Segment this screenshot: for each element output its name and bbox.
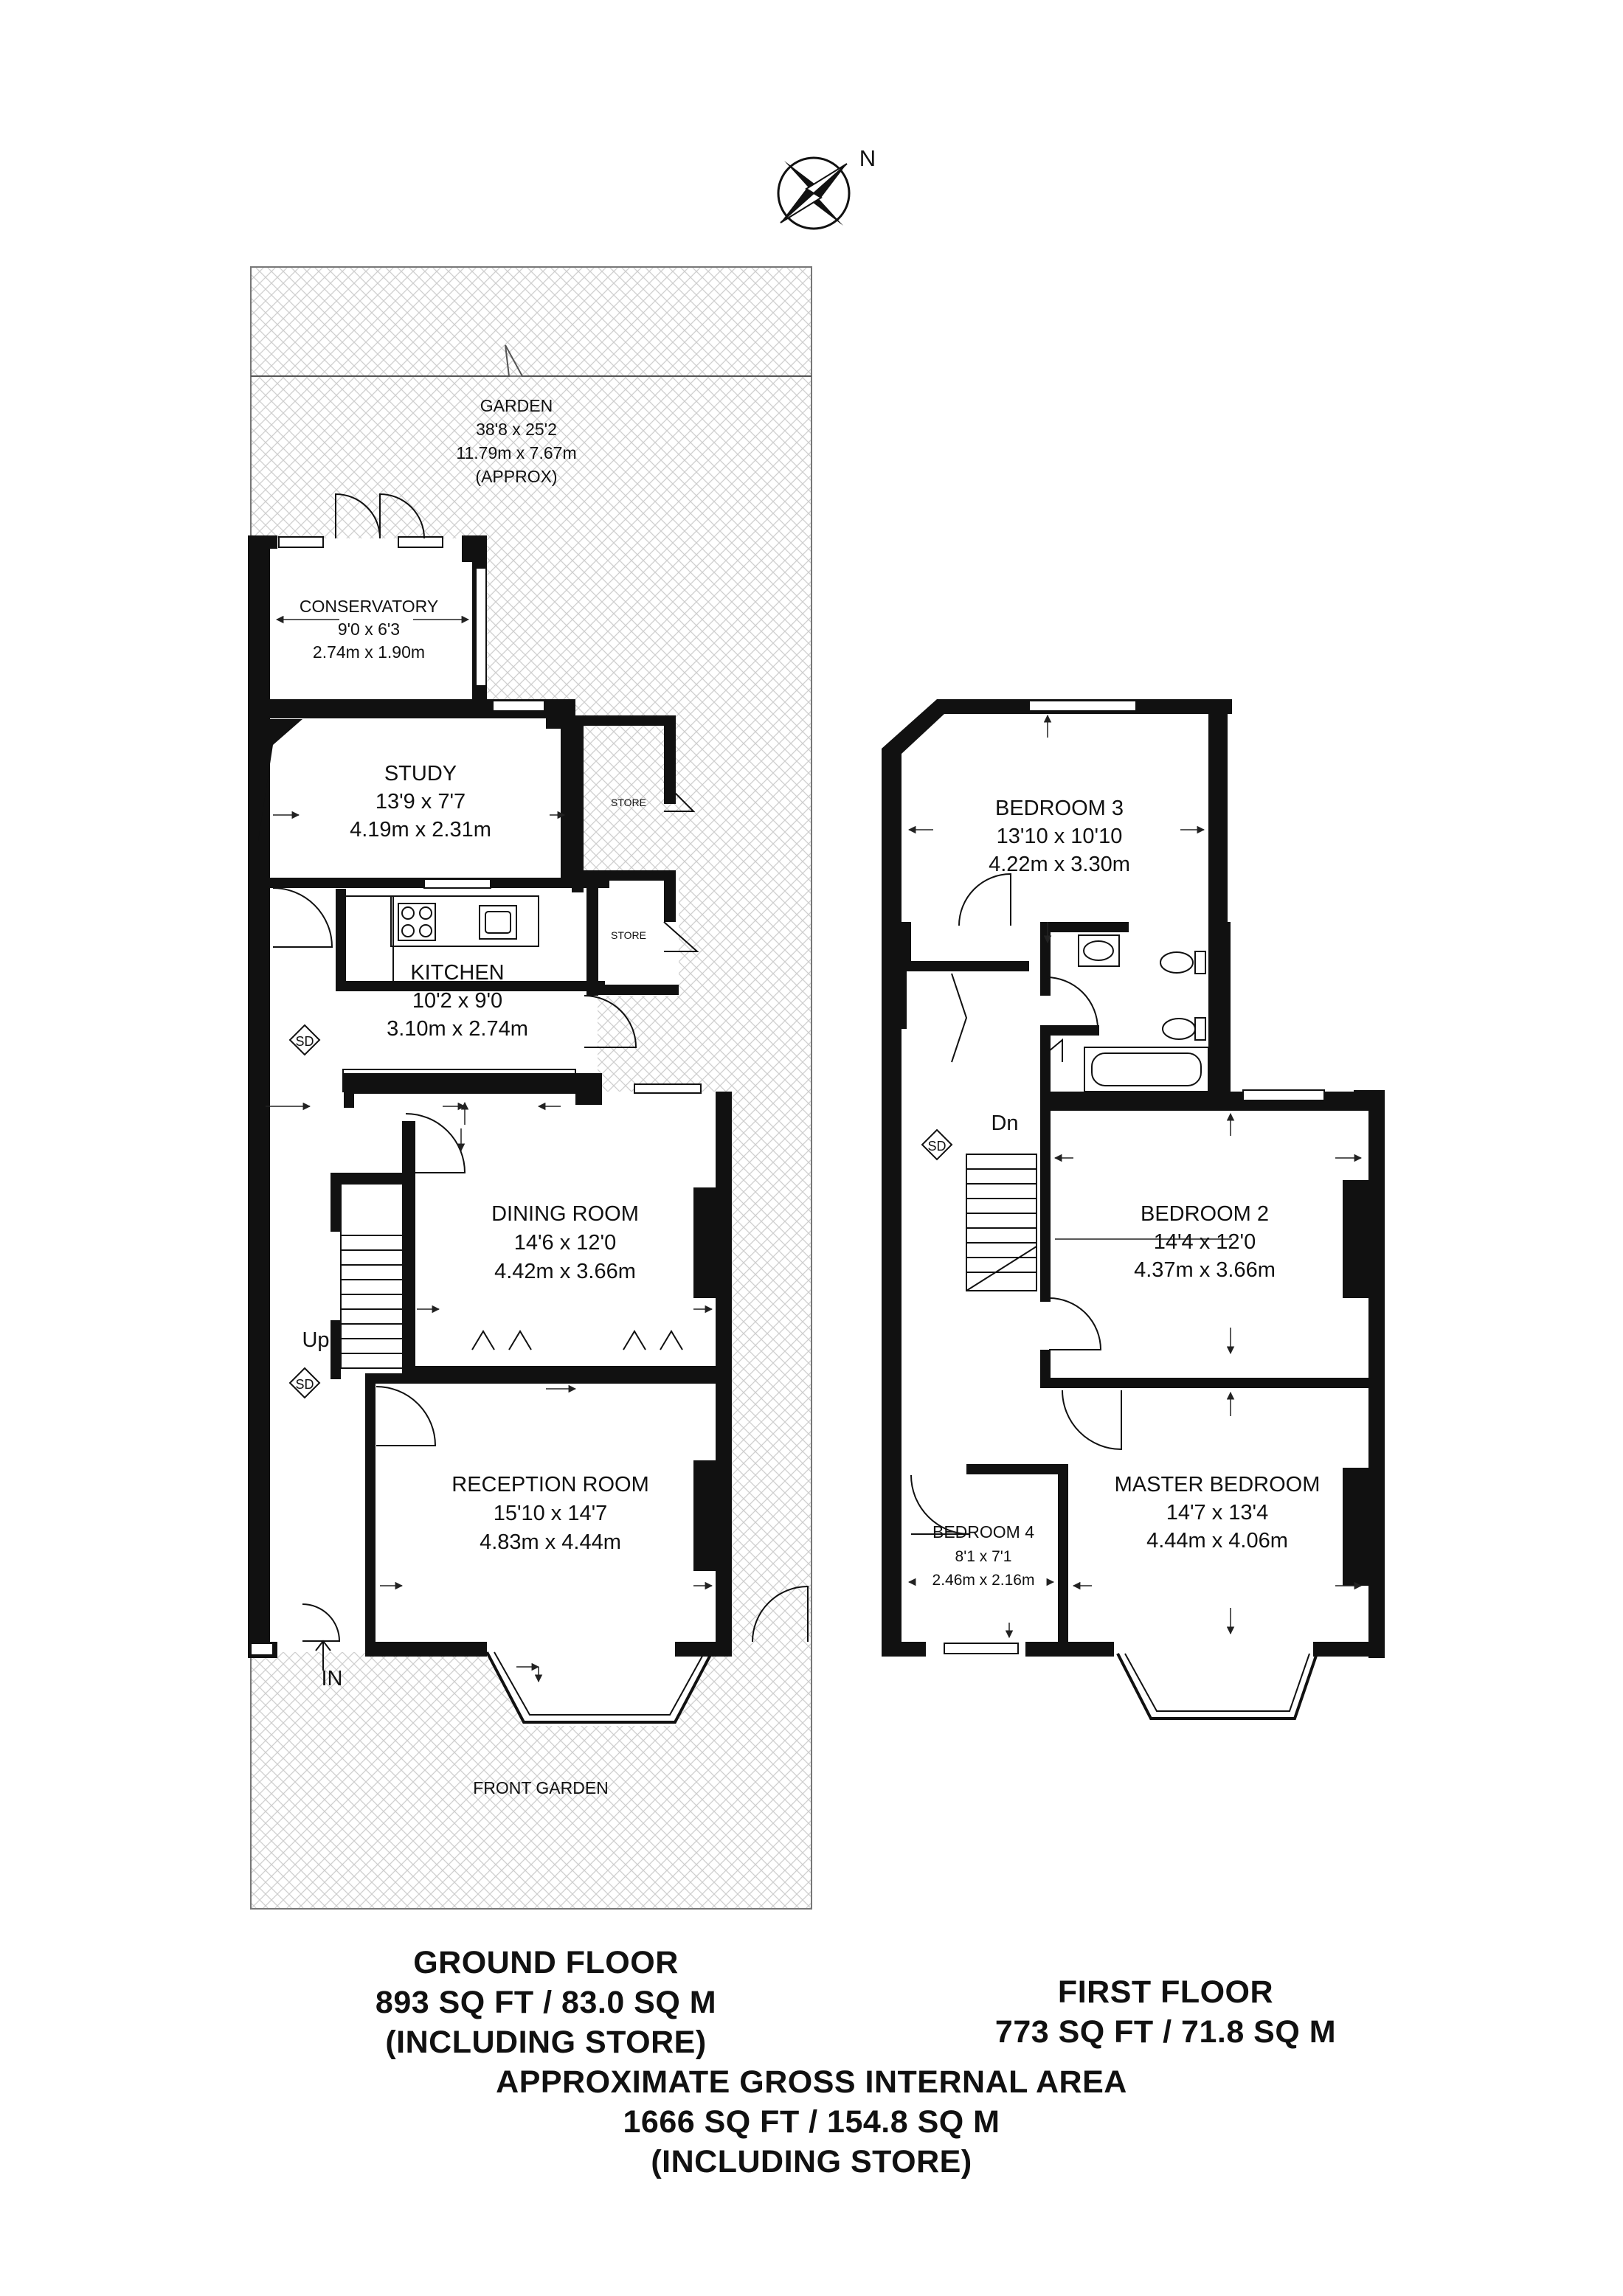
master-bedroom-imperial: 14'7 x 13'4 — [1166, 1501, 1268, 1525]
ground-windows — [250, 536, 702, 1656]
total-area-value: 1666 SQ FT / 154.8 SQ M — [623, 2104, 1000, 2140]
study-imperial: 13'9 x 7'7 — [376, 790, 466, 814]
entrance-arrow-icon — [315, 1640, 331, 1671]
smoke-detector-icon: SD — [288, 1367, 321, 1399]
bathroom-fittings — [1078, 934, 1209, 1092]
first-bay-window — [1116, 1653, 1318, 1720]
garden-gate — [251, 344, 812, 377]
rear-boundary-strip — [250, 266, 812, 377]
garden-name: GARDEN — [480, 396, 553, 415]
conservatory-imperial: 9'0 x 6'3 — [338, 620, 400, 639]
first-floor-caption: FIRST FLOOR 773 SQ FT / 71.8 SQ M — [944, 1972, 1387, 2052]
front-garden-label: FRONT GARDEN — [473, 1778, 609, 1797]
study-label: STUDY 13'9 x 7'7 4.19m x 2.31m — [350, 762, 491, 842]
first-floor-title: FIRST FLOOR — [1057, 1974, 1274, 2010]
first-dimension-arrows — [907, 714, 1363, 1639]
ground-floor-caption: GROUND FLOOR 893 SQ FT / 83.0 SQ M (INCL… — [325, 1943, 767, 2062]
bedroom-4-name: BEDROOM 4 — [932, 1522, 1034, 1541]
toilet-icon — [1160, 951, 1206, 974]
ground-doors — [272, 493, 809, 1643]
washbasin-icon — [1078, 934, 1120, 967]
kitchen-label: KITCHEN 10'2 x 9'0 3.10m x 2.74m — [387, 961, 528, 1041]
smoke-detector-icon: SD — [288, 1024, 321, 1056]
reception-room-metric: 4.83m x 4.44m — [480, 1530, 621, 1554]
bedroom-3-metric: 4.22m x 3.30m — [989, 853, 1130, 876]
north-arrow-icon — [777, 156, 851, 230]
reception-room-label: RECEPTION ROOM 15'10 x 14'7 4.83m x 4.44… — [451, 1473, 648, 1554]
total-area-caption: APPROXIMATE GROSS INTERNAL AREA 1666 SQ … — [369, 2062, 1254, 2182]
total-area-title: APPROXIMATE GROSS INTERNAL AREA — [496, 2064, 1127, 2100]
bedroom-4-imperial: 8'1 x 7'1 — [955, 1548, 1012, 1565]
bedroom-2-metric: 4.37m x 3.66m — [1134, 1258, 1276, 1282]
dining-room-label: DINING ROOM 14'6 x 12'0 4.42m x 3.66m — [491, 1202, 639, 1283]
ground-bay-window — [485, 1651, 713, 1724]
ground-dimension-arrows — [266, 615, 713, 1683]
first-staircase — [966, 1154, 1037, 1291]
master-bedroom-metric: 4.44m x 4.06m — [1146, 1529, 1288, 1553]
bedroom-2-label: BEDROOM 2 14'4 x 12'0 4.37m x 3.66m — [1134, 1202, 1276, 1282]
compass: N — [777, 145, 876, 230]
ground-staircase — [340, 1183, 404, 1369]
smoke-detector-label: SD — [295, 1377, 314, 1392]
ground-floor-title: GROUND FLOOR — [413, 1945, 679, 1980]
garden-note: (APPROX) — [475, 467, 557, 486]
kitchen-fittings — [342, 895, 576, 1092]
ground-floor-plan: SD SD GARDEN 38'8 x 25'2 11.79m x 7.67m … — [248, 266, 812, 1910]
study-name: STUDY — [384, 762, 457, 785]
first-doors — [910, 873, 1122, 1535]
bidet-icon — [1162, 1017, 1206, 1041]
smoke-detector-icon: SD — [921, 1128, 953, 1161]
bedroom-4-label: BEDROOM 4 8'1 x 7'1 2.46m x 2.16m — [932, 1522, 1035, 1589]
bedroom-3-label: BEDROOM 3 13'10 x 10'10 4.22m x 3.30m — [989, 797, 1130, 876]
store-1-label: STORE — [611, 797, 646, 808]
bedroom-4-metric: 2.46m x 2.16m — [932, 1572, 1035, 1589]
master-bedroom-name: MASTER BEDROOM — [1115, 1473, 1321, 1496]
total-area-note: (INCLUDING STORE) — [651, 2144, 972, 2179]
conservatory-metric: 2.74m x 1.90m — [313, 642, 425, 662]
master-bedroom-label: MASTER BEDROOM 14'7 x 13'4 4.44m x 4.06m — [1115, 1473, 1321, 1553]
bedroom-2-imperial: 14'4 x 12'0 — [1154, 1230, 1256, 1254]
stairs-down-label: Dn — [991, 1111, 1018, 1135]
compass-north-label: N — [859, 145, 876, 171]
bathtub-icon — [1084, 1047, 1209, 1092]
conservatory-label: CONSERVATORY 9'0 x 6'3 2.74m x 1.90m — [300, 597, 438, 662]
ground-floor-note: (INCLUDING STORE) — [385, 2025, 707, 2060]
dining-room-metric: 4.42m x 3.66m — [494, 1260, 636, 1283]
first-floor-area: 773 SQ FT / 71.8 SQ M — [994, 2014, 1337, 2050]
bedroom-3-imperial: 13'10 x 10'10 — [997, 825, 1123, 848]
first-windows — [944, 700, 1325, 1654]
kitchen-name: KITCHEN — [410, 961, 504, 985]
stairs-up-label: Up — [302, 1328, 329, 1352]
kitchen-metric: 3.10m x 2.74m — [387, 1017, 528, 1041]
sink-icon — [479, 905, 517, 940]
dining-room-name: DINING ROOM — [491, 1202, 639, 1226]
smoke-detector-label: SD — [927, 1139, 946, 1154]
hob-icon — [398, 903, 436, 941]
entrance-label: IN — [322, 1667, 343, 1690]
first-floor-plan: SD BEDROOM 3 13'10 x 10'10 4.22m x 3.30m… — [882, 699, 1385, 1720]
garden-imperial: 38'8 x 25'2 — [476, 420, 557, 439]
first-walls — [882, 699, 1385, 1658]
garden-metric: 11.79m x 7.67m — [456, 443, 576, 462]
store-2-label: STORE — [611, 929, 646, 941]
study-metric: 4.19m x 2.31m — [350, 818, 491, 842]
kitchen-imperial: 10'2 x 9'0 — [412, 989, 502, 1013]
smoke-detector-label: SD — [295, 1034, 314, 1049]
reception-room-imperial: 15'10 x 14'7 — [494, 1502, 608, 1525]
ground-floor-area: 893 SQ FT / 83.0 SQ M — [375, 1985, 717, 2020]
garden-label: GARDEN 38'8 x 25'2 11.79m x 7.67m (APPRO… — [456, 396, 576, 486]
conservatory-name: CONSERVATORY — [300, 597, 438, 616]
bedroom-3-name: BEDROOM 3 — [995, 797, 1124, 820]
dining-room-imperial: 14'6 x 12'0 — [514, 1231, 616, 1255]
first-interior — [885, 708, 1368, 1715]
reception-room-name: RECEPTION ROOM — [451, 1473, 648, 1496]
bedroom-2-name: BEDROOM 2 — [1141, 1202, 1269, 1226]
